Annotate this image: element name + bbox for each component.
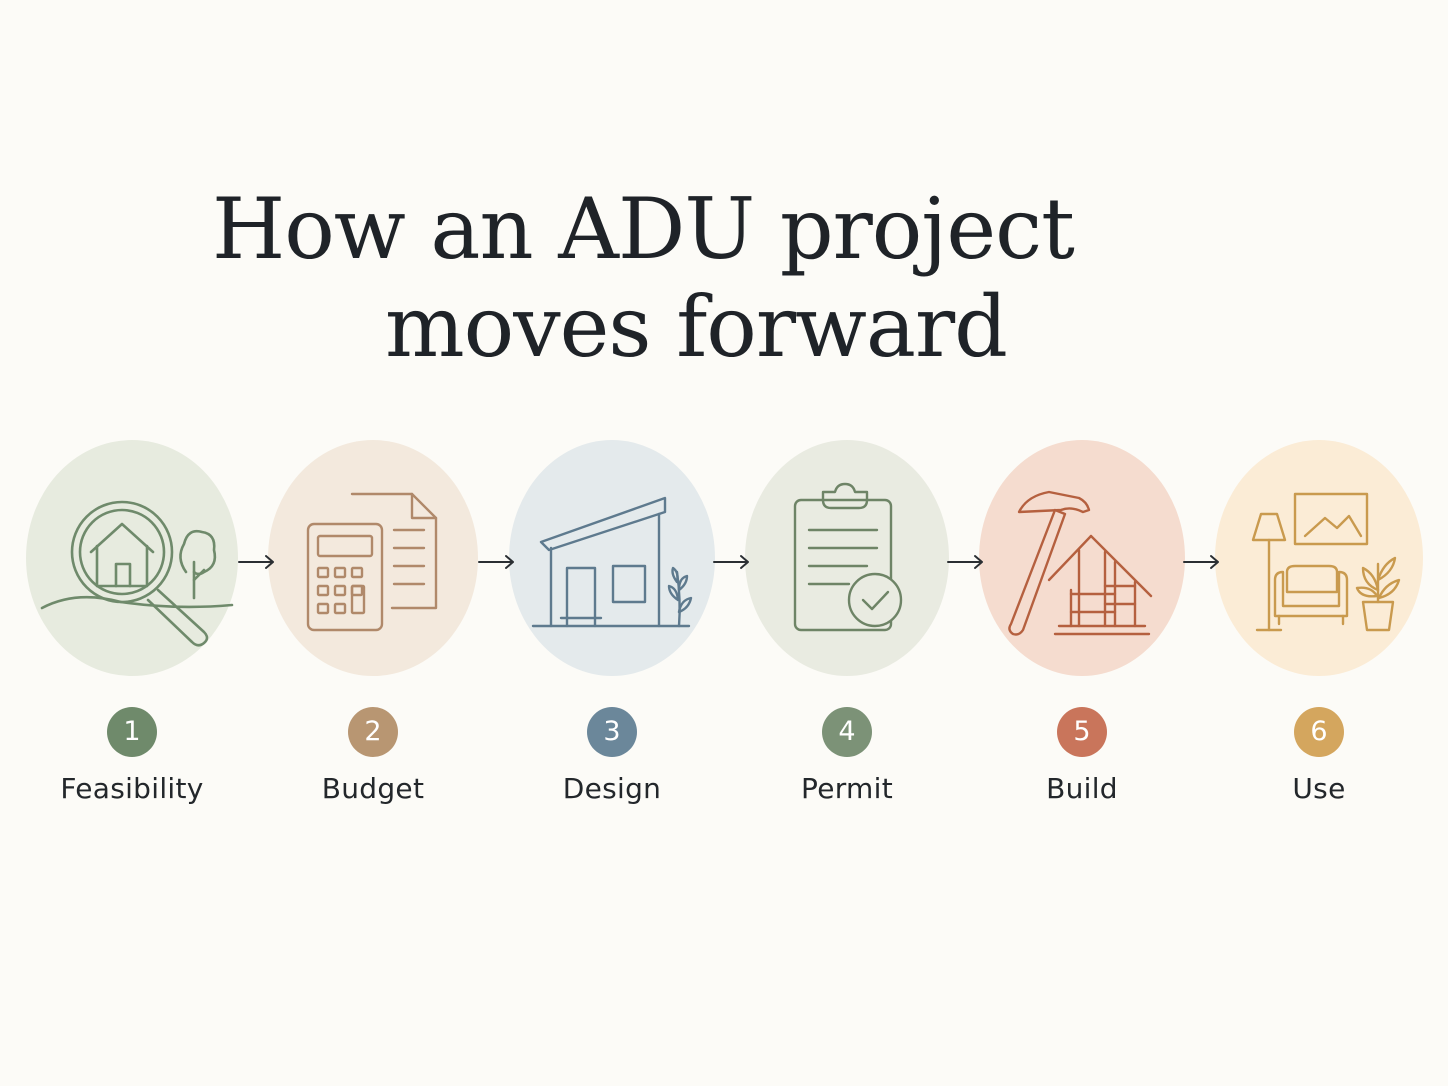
step-label: Permit xyxy=(801,772,893,805)
step-icon-circle xyxy=(26,440,238,676)
step-number-badge: 2 xyxy=(348,707,398,757)
arrow-right-icon xyxy=(238,555,274,569)
arrow-right-icon xyxy=(478,555,514,569)
step-icon-circle xyxy=(745,440,949,676)
clipboard-check-icon xyxy=(793,482,903,632)
arrow-right-icon xyxy=(1183,555,1219,569)
title-line-2: moves forward xyxy=(385,278,1008,376)
house-magnifier-icon xyxy=(40,500,234,647)
step-icon-circle xyxy=(979,440,1185,676)
step-number-badge: 5 xyxy=(1057,707,1107,757)
calculator-document-icon xyxy=(306,492,438,632)
step-label: Feasibility xyxy=(60,772,204,805)
living-room-icon xyxy=(1251,492,1401,632)
step-design: 3 Design xyxy=(492,440,732,820)
step-build: 5 Build xyxy=(962,440,1202,820)
title-line-1: How an ADU project xyxy=(212,180,1075,278)
step-feasibility: 1 Feasibility xyxy=(12,440,252,820)
step-icon-circle xyxy=(268,440,478,676)
step-permit: 4 Permit xyxy=(727,440,967,820)
step-icon-circle xyxy=(1215,440,1423,676)
step-number-badge: 6 xyxy=(1294,707,1344,757)
step-label: Build xyxy=(1046,772,1118,805)
arrow-right-icon xyxy=(713,555,749,569)
step-number-badge: 1 xyxy=(107,707,157,757)
step-label: Design xyxy=(562,772,662,805)
step-use: 6 Use xyxy=(1199,440,1439,820)
step-number-badge: 4 xyxy=(822,707,872,757)
step-label: Budget xyxy=(321,772,425,805)
step-label: Use xyxy=(1292,772,1346,805)
hammer-frame-icon xyxy=(1008,490,1153,636)
arrow-right-icon xyxy=(947,555,983,569)
step-number-badge: 3 xyxy=(587,707,637,757)
step-icon-circle xyxy=(509,440,715,676)
modern-house-icon xyxy=(531,496,693,628)
step-budget: 2 Budget xyxy=(253,440,493,820)
